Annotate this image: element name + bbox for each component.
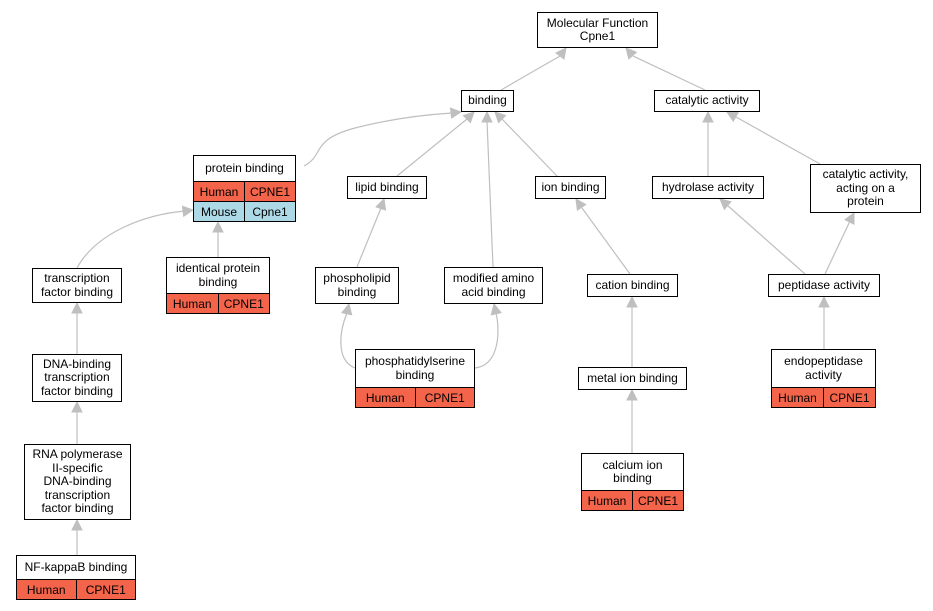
node-label: modified amino acid binding	[452, 271, 535, 299]
node-hydrolase-activity[interactable]: hydrolase activity	[652, 176, 764, 199]
annotation-row-human: Human CPNE1	[772, 387, 875, 407]
gene-cell: CPNE1	[823, 388, 875, 407]
node-endopeptidase-activity[interactable]: endopeptidase activity Human CPNE1	[771, 349, 876, 408]
gene-cell: CPNE1	[632, 491, 683, 510]
node-label: hydrolase activity	[661, 179, 755, 194]
species-cell: Human	[356, 388, 415, 407]
edge-ion-to-bind	[494, 111, 558, 177]
node-label: ion binding	[541, 179, 600, 194]
node-cation-binding[interactable]: cation binding	[587, 274, 678, 297]
edge-ps-to-mod	[474, 302, 502, 369]
annotation-row-human: Human CPNE1	[167, 293, 269, 313]
node-label: cation binding	[595, 277, 670, 292]
species-cell: Human	[194, 182, 244, 201]
edge-pep-to-hyd	[719, 198, 806, 275]
node-peptidase-activity[interactable]: peptidase activity	[768, 274, 880, 297]
edge-nfk-to-rna	[71, 518, 83, 555]
edge-ca-to-met	[626, 388, 638, 453]
edge-tfb-to-prot	[76, 205, 195, 269]
edge-ps-to-phos	[340, 302, 356, 369]
species-cell: Human	[167, 294, 218, 313]
edge-met-to-catb	[626, 295, 638, 367]
node-label: lipid binding	[355, 179, 419, 194]
node-label: peptidase activity	[777, 277, 871, 292]
node-catalytic-activity-acting-on-a-protein[interactable]: catalytic activity, acting on a protein	[810, 164, 921, 213]
node-calcium-ion-binding[interactable]: calcium ion binding Human CPNE1	[581, 453, 684, 511]
edge-rna-to-dna	[71, 400, 83, 444]
node-label: Molecular Function Cpne1	[546, 15, 649, 43]
node-molecular-function[interactable]: Molecular Function Cpne1	[537, 12, 658, 48]
annotation-row-human: Human CPNE1	[194, 181, 295, 201]
node-phosphatidylserine-binding[interactable]: phosphatidylserine binding Human CPNE1	[355, 349, 475, 408]
edge-mod-to-bind	[481, 110, 494, 268]
edge-hyd-to-cat	[702, 110, 714, 176]
node-label: metal ion binding	[587, 370, 678, 385]
edge-catp-to-cat	[726, 111, 821, 165]
node-nf-kappab-binding[interactable]: NF-kappaB binding Human CPNE1	[16, 555, 136, 600]
node-label: NF-kappaB binding	[24, 559, 128, 574]
species-cell: Human	[772, 388, 823, 407]
node-protein-binding[interactable]: protein binding Human CPNE1 Mouse Cpne1	[193, 155, 296, 222]
node-label: phospholipid binding	[323, 271, 391, 299]
edge-bind-to-mf	[500, 47, 567, 91]
species-cell: Mouse	[194, 202, 244, 221]
edge-endo-to-pep	[818, 295, 830, 349]
node-label: RNA polymerase II-specific DNA-binding t…	[32, 447, 123, 516]
node-identical-protein-binding[interactable]: identical protein binding Human CPNE1	[166, 257, 270, 314]
node-ion-binding[interactable]: ion binding	[535, 176, 606, 199]
gene-cell: Cpne1	[244, 202, 295, 221]
edge-dna-to-tfb	[71, 301, 83, 354]
node-phospholipid-binding[interactable]: phospholipid binding	[315, 267, 399, 304]
node-label: binding	[468, 93, 507, 108]
node-dna-binding-transcription-factor-binding[interactable]: DNA-binding transcription factor binding	[32, 354, 122, 402]
edge-pep-to-catp	[824, 212, 855, 275]
edge-catb-to-ion	[575, 198, 631, 275]
species-cell: Human	[17, 580, 76, 599]
gene-cell: CPNE1	[75, 580, 135, 599]
annotation-row-human: Human CPNE1	[582, 490, 683, 510]
node-label: transcription factor binding	[40, 271, 114, 299]
gene-cell: CPNE1	[244, 182, 295, 201]
node-label: phosphatidylserine binding	[364, 354, 466, 382]
node-binding[interactable]: binding	[461, 90, 514, 112]
node-label: calcium ion binding	[602, 457, 663, 485]
node-metal-ion-binding[interactable]: metal ion binding	[578, 367, 687, 390]
gene-cell: CPNE1	[414, 388, 474, 407]
edge-lip-to-bind	[396, 111, 475, 177]
edge-ident-to-prot	[212, 220, 224, 257]
species-cell: Human	[582, 491, 632, 510]
node-catalytic-activity[interactable]: catalytic activity	[654, 90, 760, 112]
edge-phos-to-lip	[356, 197, 387, 268]
annotation-row-mouse: Mouse Cpne1	[194, 201, 295, 221]
edge-cat-to-mf	[625, 47, 706, 91]
edge-prot-to-bind	[303, 107, 463, 167]
node-rna-polymerase-ii-specific-dna-binding-transcription-factor-binding[interactable]: RNA polymerase II-specific DNA-binding t…	[24, 444, 131, 520]
node-label: endopeptidase activity	[784, 354, 863, 382]
node-lipid-binding[interactable]: lipid binding	[347, 176, 427, 199]
annotation-row-human: Human CPNE1	[356, 387, 474, 407]
node-modified-amino-acid-binding[interactable]: modified amino acid binding	[444, 267, 543, 304]
node-label: protein binding	[205, 160, 284, 175]
node-transcription-factor-binding[interactable]: transcription factor binding	[32, 268, 122, 303]
node-label: DNA-binding transcription factor binding	[40, 356, 114, 398]
gene-cell: CPNE1	[217, 294, 269, 313]
annotation-row-human: Human CPNE1	[17, 579, 135, 599]
node-label: catalytic activity	[665, 93, 749, 108]
node-label: catalytic activity, acting on a protein	[822, 167, 909, 209]
node-label: identical protein binding	[175, 261, 261, 289]
